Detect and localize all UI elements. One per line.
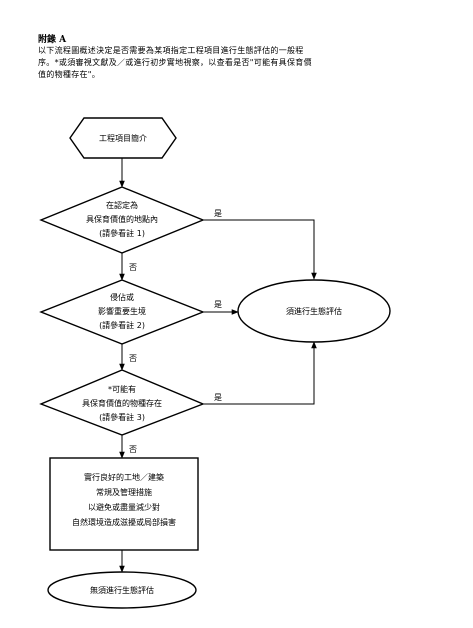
start-label: 工程項目簡介 [99, 133, 147, 143]
decision-2-line-1: 侵佔或 [110, 292, 134, 302]
practice-line-1: 實行良好的工地／建築 [84, 472, 164, 482]
decision-3-line-1: *可能有 [108, 384, 136, 394]
decision-3-line-2: 具保育價值的物種存在 [82, 398, 162, 408]
decision-2-no-label: 否 [129, 354, 137, 363]
decision-3-diamond [39, 369, 205, 436]
intro-line-1: 以下流程圖概述決定是否需要為某項指定工程項目進行生態評估的一般程 [38, 46, 304, 55]
ecological-assessment-ellipse [237, 279, 391, 343]
decision-3-no-label: 否 [129, 445, 137, 454]
decision-1-diamond [39, 186, 205, 254]
decision-1-no-label: 否 [129, 263, 137, 272]
ecological-assessment-label: 須進行生態評估 [286, 306, 342, 316]
no-assessment-label: 無須進行生態評估 [90, 585, 154, 595]
practice-line-3: 以避免或盡量減少對 [88, 502, 160, 512]
decision-1-line-3: (請參看註 1) [99, 228, 145, 238]
decision-2-yes-label: 是 [214, 300, 222, 309]
decision-3-line-3: (請參看註 3) [99, 412, 145, 422]
appendix-heading: 附錄 A [38, 35, 67, 45]
intro-line-2: 序。*或須審視文獻及／或進行初步實地視察，以查看是否"可能有具保育價 [38, 58, 312, 67]
decision-1-yes-label: 是 [214, 209, 222, 218]
connector-decision1-yes [203, 219, 317, 280]
practice-line-4: 自然環境造成滋擾或局部損害 [72, 517, 176, 527]
connector-decision3-yes [203, 341, 317, 405]
decision-1-line-2: 具保育價值的地點內 [86, 214, 158, 224]
good-practice-box [49, 457, 199, 551]
decision-2-line-2: 影響重要生境 [98, 306, 146, 316]
decision-2-line-3: (請參看註 2) [99, 320, 145, 330]
practice-line-2: 常規及管理措施 [96, 487, 152, 497]
intro-paragraph: 以下流程圖概述決定是否需要為某項指定工程項目進行生態評估的一般程 序。*或須審視… [38, 45, 438, 81]
decision-1-line-1: 在認定為 [106, 200, 138, 210]
start-terminator [69, 117, 177, 159]
decision-2-diamond [39, 279, 205, 345]
intro-line-3: 值的物種存在"。 [38, 70, 101, 79]
decision-3-yes-label: 是 [214, 393, 222, 402]
no-assessment-ellipse [47, 571, 197, 609]
